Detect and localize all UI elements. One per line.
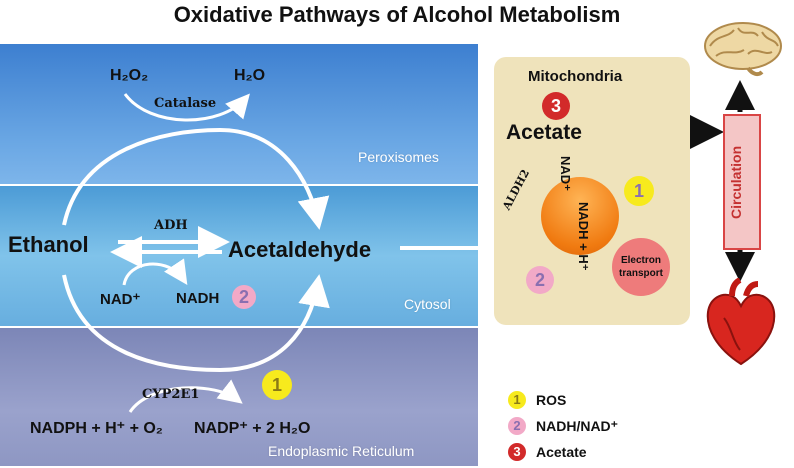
legend-item: 2 NADH/NAD⁺ <box>508 416 618 436</box>
legend-badge: 1 <box>508 391 526 409</box>
heart-icon <box>706 278 776 366</box>
acetaldehyde-label: Acetaldehyde <box>228 237 372 262</box>
legend-item: 1 ROS <box>508 390 618 410</box>
h2o2-label: H₂O₂ <box>110 67 149 84</box>
ros-badge-mito: 1 <box>624 176 654 206</box>
legend-badge: 2 <box>508 417 526 435</box>
electron-transport-circle: Electron transport <box>612 238 670 296</box>
catalase-label: Catalase <box>154 96 217 111</box>
mitochondria-orb <box>541 177 619 255</box>
nad-plus-vertical: NAD⁺ <box>558 156 573 192</box>
electron-transport-line1: Electron <box>620 255 661 266</box>
nadh-badge-mito: 2 <box>526 266 554 294</box>
nad-arc <box>122 258 188 286</box>
er-label: Endoplasmic Reticulum <box>268 443 415 459</box>
peroxisome-arc <box>62 127 330 230</box>
cyp2e1-arc <box>128 379 243 413</box>
nadh-h-vertical: NADH + H⁺ <box>576 202 591 271</box>
catalase-arc <box>123 93 250 122</box>
cytosol-label: Cytosol <box>404 296 451 312</box>
nadh-badge: 2 <box>232 285 256 309</box>
legend: 1 ROS 2 NADH/NAD⁺ 3 Acetate <box>508 390 618 468</box>
cyp2e1-label: CYP2E1 <box>142 387 200 402</box>
legend-badge: 3 <box>508 443 526 461</box>
nadph-label: NADPH + H⁺ + O₂ <box>30 420 163 437</box>
legend-label: ROS <box>536 392 567 408</box>
nad-label: NAD⁺ <box>100 291 141 308</box>
legend-label: Acetate <box>536 444 587 460</box>
circulation-bar <box>723 114 761 250</box>
acetate-label: Acetate <box>506 121 582 144</box>
electron-transport-line2: transport <box>619 268 663 279</box>
ethanol-label: Ethanol <box>8 232 89 257</box>
peroxisomes-label: Peroxisomes <box>358 149 439 165</box>
h2o-label: H₂O <box>234 67 266 84</box>
legend-item: 3 Acetate <box>508 442 618 462</box>
mitochondria-label: Mitochondria <box>528 68 623 85</box>
nadp-label: NADP⁺ + 2 H₂O <box>194 420 311 437</box>
nadh-label: NADH <box>176 290 220 307</box>
circulation-label: Circulation <box>728 145 744 219</box>
legend-label: NADH/NAD⁺ <box>536 417 619 434</box>
er-arc <box>62 274 330 373</box>
diagram-title: Oxidative Pathways of Alcohol Metabolism <box>173 2 621 27</box>
legend-list: 1 ROS 2 NADH/NAD⁺ 3 Acetate <box>508 390 618 462</box>
acetate-badge: 3 <box>542 92 570 120</box>
adh-label: ADH <box>154 218 188 233</box>
brain-icon <box>704 22 782 77</box>
ros-badge-er: 1 <box>262 370 292 400</box>
